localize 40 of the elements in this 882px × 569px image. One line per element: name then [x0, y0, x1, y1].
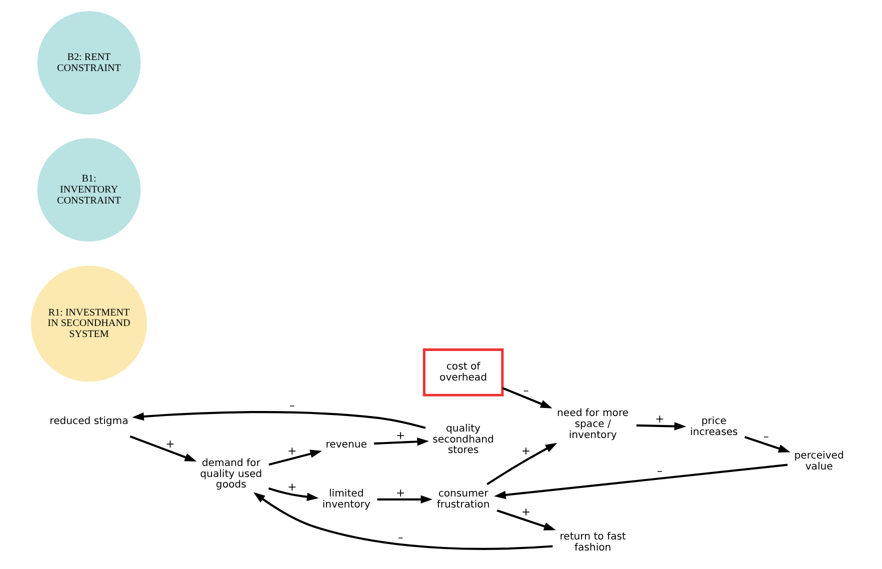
edge-label: + — [288, 480, 297, 494]
edge-label: + — [655, 412, 664, 426]
node-text: reduced stigma — [50, 416, 128, 427]
edge-label: + — [166, 438, 175, 451]
node-text: quality secondhand stores — [432, 423, 494, 456]
node-text: need for more space / inventory — [557, 408, 629, 442]
arrow — [268, 450, 322, 466]
node-text: revenue — [326, 439, 368, 450]
edge-label: – — [523, 384, 529, 397]
arrow — [132, 411, 426, 429]
arrow — [496, 509, 556, 530]
arrow — [377, 495, 433, 504]
edge-label: + — [521, 444, 531, 458]
edge-label: – — [398, 530, 404, 544]
edge-label: – — [289, 398, 295, 412]
edge-label: + — [396, 486, 406, 500]
arrow — [636, 422, 686, 430]
node-box: cost of overhead — [422, 348, 504, 396]
node-circle: B2: RENT CONSTRAINT — [37, 11, 141, 115]
edge-label: – — [656, 464, 662, 478]
arrow — [502, 387, 552, 408]
arrow — [374, 438, 429, 446]
arrow — [268, 487, 319, 501]
node-circle: B1: INVENTORY CONSTRAINT — [37, 138, 141, 242]
node-text: consumer frustration — [436, 488, 490, 510]
node-text: limited inventory — [322, 488, 370, 510]
node-circle: R1: INVESTMENT IN SECONDHAND SYSTEM — [30, 266, 148, 382]
edge-label: – — [763, 430, 769, 444]
edge-label: + — [288, 444, 297, 458]
node-text: return to fast fashion — [560, 531, 626, 554]
arrow — [494, 464, 788, 500]
edge-label: + — [521, 506, 531, 519]
arrow — [130, 435, 197, 462]
edge-label: + — [396, 429, 406, 442]
arrow — [486, 442, 558, 486]
node-text: perceived value — [794, 450, 844, 473]
arrow — [744, 436, 790, 452]
node-text: price increases — [690, 416, 738, 438]
node-text: demand for quality used goods — [200, 458, 262, 491]
arrow — [253, 492, 553, 550]
